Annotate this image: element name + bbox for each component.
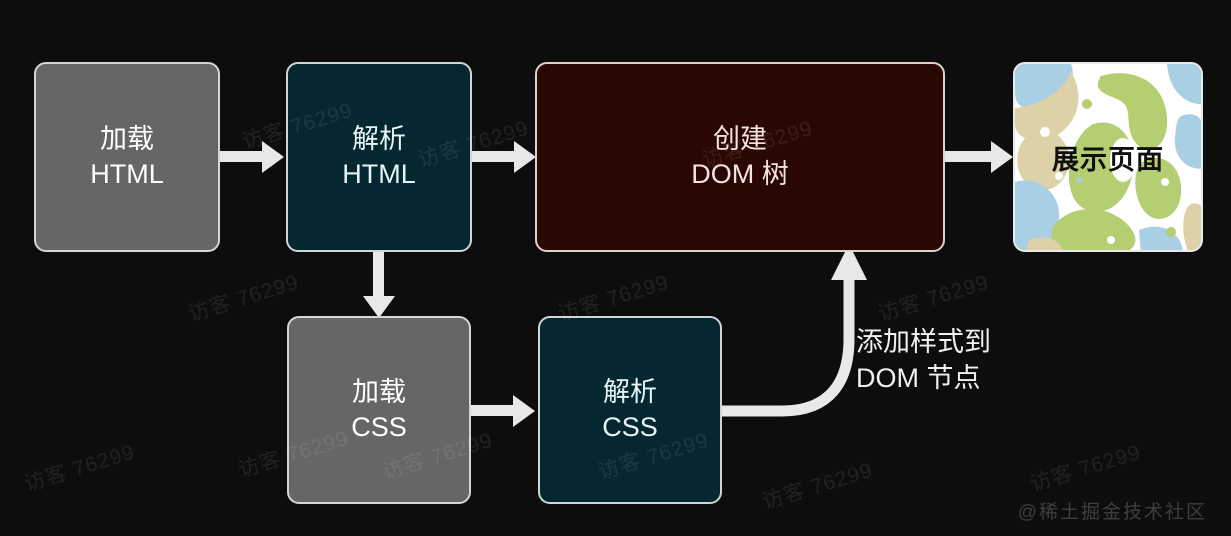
edge-parse-html-to-load-css-line	[373, 252, 384, 300]
node-create-dom-tree-line-2: DOM 树	[691, 159, 789, 189]
watermark: 访客 76299	[185, 270, 302, 327]
edge-create-dom-to-render-arrowhead	[991, 141, 1013, 173]
edge-parse-css-to-create-dom-curve	[690, 230, 900, 445]
edge-load-html-to-parse-html-arrowhead	[262, 141, 284, 173]
node-parse-css-line-1: 解析	[603, 377, 657, 408]
watermark: 访客 76299	[1027, 440, 1144, 497]
node-create-dom-tree[interactable]: 创建 DOM 树	[535, 62, 945, 252]
node-load-html-line-2: HTML	[90, 159, 164, 189]
edge-parse-html-to-load-css-arrowhead	[363, 296, 395, 318]
node-parse-html-line-1: 解析	[352, 124, 406, 155]
curved-arrow-icon	[722, 244, 867, 417]
edge-load-html-to-parse-html-line	[220, 151, 266, 162]
node-parse-css-line-2: CSS	[602, 412, 658, 442]
node-parse-css[interactable]: 解析 CSS	[538, 316, 722, 504]
node-load-html-line-1: 加载	[100, 124, 154, 155]
edge-label-line-1: 添加样式到	[856, 327, 991, 357]
node-parse-html[interactable]: 解析 HTML	[286, 62, 472, 252]
node-load-css-line-2: CSS	[351, 412, 407, 442]
source-watermark: @稀土掘金技术社区	[1017, 502, 1207, 523]
edge-label-add-styles-to-dom: 添加样式到 DOM 节点	[856, 325, 991, 396]
edge-label-line-2: DOM 节点	[856, 362, 981, 393]
edge-load-css-to-parse-css-arrowhead	[513, 395, 535, 427]
node-load-css[interactable]: 加载 CSS	[287, 316, 471, 504]
node-parse-html-line-2: HTML	[342, 159, 416, 189]
watermark: 访客 76299	[759, 458, 876, 515]
edge-parse-html-to-create-dom-line	[472, 151, 518, 162]
node-load-html[interactable]: 加载 HTML	[34, 62, 220, 252]
node-create-dom-tree-line-1: 创建	[713, 124, 767, 155]
decorative-blob-pattern	[1015, 64, 1201, 250]
node-load-css-line-1: 加载	[352, 377, 406, 408]
node-render-page-label: 展示页面	[1052, 144, 1164, 175]
edge-parse-html-to-create-dom-arrowhead	[514, 141, 536, 173]
node-render-page[interactable]: 展示页面	[1013, 62, 1203, 252]
edge-load-css-to-parse-css-line	[471, 405, 517, 416]
watermark: 访客 76299	[21, 440, 138, 497]
edge-create-dom-to-render-line	[945, 151, 993, 162]
